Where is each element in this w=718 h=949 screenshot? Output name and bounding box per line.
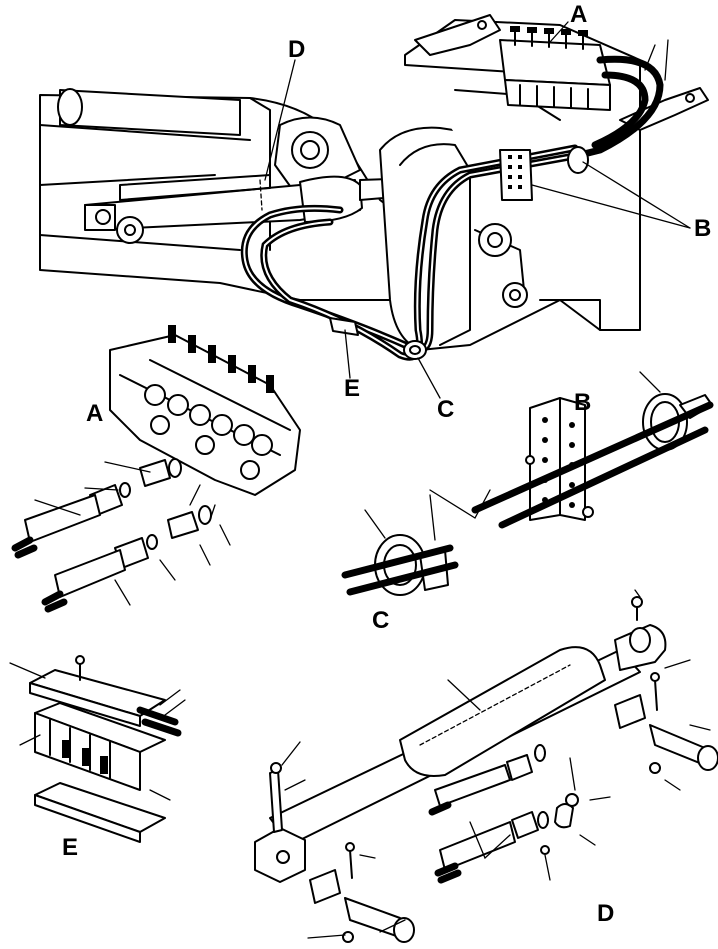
hose-clamp-b (499, 146, 589, 201)
detail-a-valve-fittings: A (11, 325, 301, 613)
callout-detail-e: E (62, 834, 78, 861)
callout-detail-a: A (86, 400, 103, 427)
detail-a-fitting-lower (41, 505, 212, 613)
callout-main-e: E (344, 375, 360, 402)
detail-d-pin-upper (614, 672, 718, 774)
hose-guide-e (329, 317, 359, 336)
callout-main-b: B (694, 215, 711, 242)
hose-bundle-top (576, 55, 664, 159)
mounting-bracket-left (414, 14, 501, 56)
callout-detail-d: D (597, 900, 614, 927)
detail-c-hose-clamp: C (341, 494, 459, 634)
detail-d-pin-lower (309, 842, 415, 943)
detail-a-fitting-upper (11, 458, 182, 559)
main-assembly-view: A B C D E (39, 1, 711, 423)
detail-e-hose-guide: E (9, 655, 186, 861)
hose-clamp-c (403, 340, 427, 360)
callout-detail-b: B (574, 389, 591, 416)
callout-main-c: C (437, 396, 454, 423)
callout-main-d: D (288, 36, 305, 63)
upper-pivot-tube (57, 88, 241, 136)
main-leader-lines (264, 21, 691, 399)
detail-d-cylinder-assembly: D (254, 589, 718, 943)
callout-main-a: A (570, 1, 587, 28)
control-valve-top (499, 26, 611, 111)
callout-detail-c: C (372, 607, 389, 634)
main-hose-routing (240, 144, 584, 361)
detail-b-hose-bracket: B (429, 371, 714, 529)
